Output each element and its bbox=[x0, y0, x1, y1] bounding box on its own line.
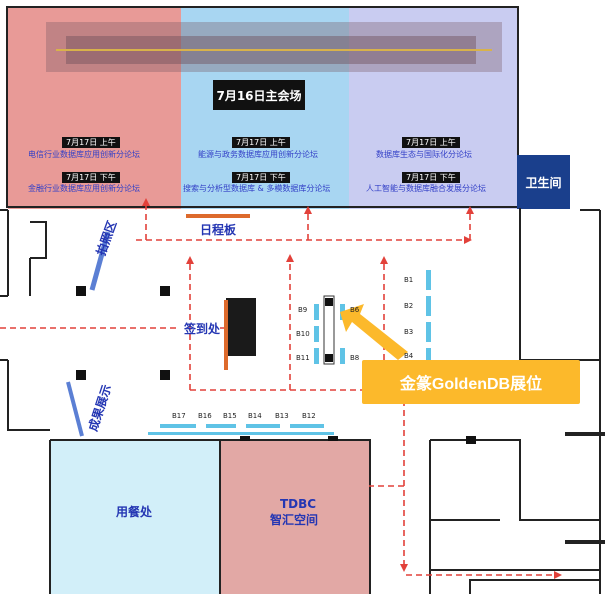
dining-area bbox=[51, 441, 219, 594]
hall-left-pm-time: 7月17日 下午 bbox=[62, 172, 120, 183]
booth-B12: B12 bbox=[302, 412, 316, 420]
stage-platform bbox=[46, 22, 502, 72]
restroom: 卫生间 bbox=[517, 155, 570, 209]
booth-B4: B4 bbox=[404, 352, 414, 360]
checkin-label: 签到处 bbox=[184, 322, 221, 336]
booth-B16: B16 bbox=[198, 412, 212, 420]
booth-B11: B11 bbox=[296, 354, 310, 362]
hall-middle-am-forum: 能源与政务数据库应用创新分论坛 bbox=[198, 150, 318, 159]
hall-left-pm-forum: 金融行业数据库应用创新分论坛 bbox=[28, 184, 140, 193]
goldendb-booth-callout: 金篆GoldenDB展位 bbox=[362, 360, 580, 404]
hall-left-am-time: 7月17日 上午 bbox=[62, 137, 120, 148]
hall-middle-am-time: 7月17日 上午 bbox=[232, 137, 290, 148]
booth-B15: B15 bbox=[223, 412, 237, 420]
schedule-board-label: 日程板 bbox=[200, 223, 237, 237]
booth-B6: B6 bbox=[350, 306, 360, 314]
hall-right-pm-time: 7月17日 下午 bbox=[402, 172, 460, 183]
booth-B8: B8 bbox=[350, 354, 360, 362]
booth-B17: B17 bbox=[172, 412, 186, 420]
tdbc-label-line2: 智汇空间 bbox=[270, 513, 319, 527]
hall-middle-pm-forum: 搜索与分析型数据库 & 多模数据库分论坛 bbox=[183, 184, 331, 193]
booth-B14: B14 bbox=[248, 412, 262, 420]
booth-B3: B3 bbox=[404, 328, 414, 336]
hall-right-pm-forum: 人工智能与数据库融合发展分论坛 bbox=[366, 184, 486, 193]
booth-B10: B10 bbox=[296, 330, 310, 338]
booth-B2: B2 bbox=[404, 302, 414, 310]
hall-right-am-time: 7月17日 上午 bbox=[402, 137, 460, 148]
booth-B13: B13 bbox=[275, 412, 289, 420]
dining-label: 用餐处 bbox=[116, 505, 153, 519]
stage-line bbox=[56, 49, 492, 51]
hall-right-am-forum: 数据库生态与国际化分论坛 bbox=[376, 150, 472, 159]
hall-middle-pm-time: 7月17日 下午 bbox=[232, 172, 290, 183]
tdbc-label-line1: TDBC bbox=[280, 497, 317, 511]
main-venue-label: 7月16日主会场 bbox=[213, 80, 305, 110]
hall-border bbox=[6, 6, 519, 208]
booth-B1: B1 bbox=[404, 276, 414, 284]
hall-left-am-forum: 电信行业数据库应用创新分论坛 bbox=[28, 150, 140, 159]
booth-B9: B9 bbox=[298, 306, 308, 314]
tdbc-space bbox=[221, 441, 369, 594]
